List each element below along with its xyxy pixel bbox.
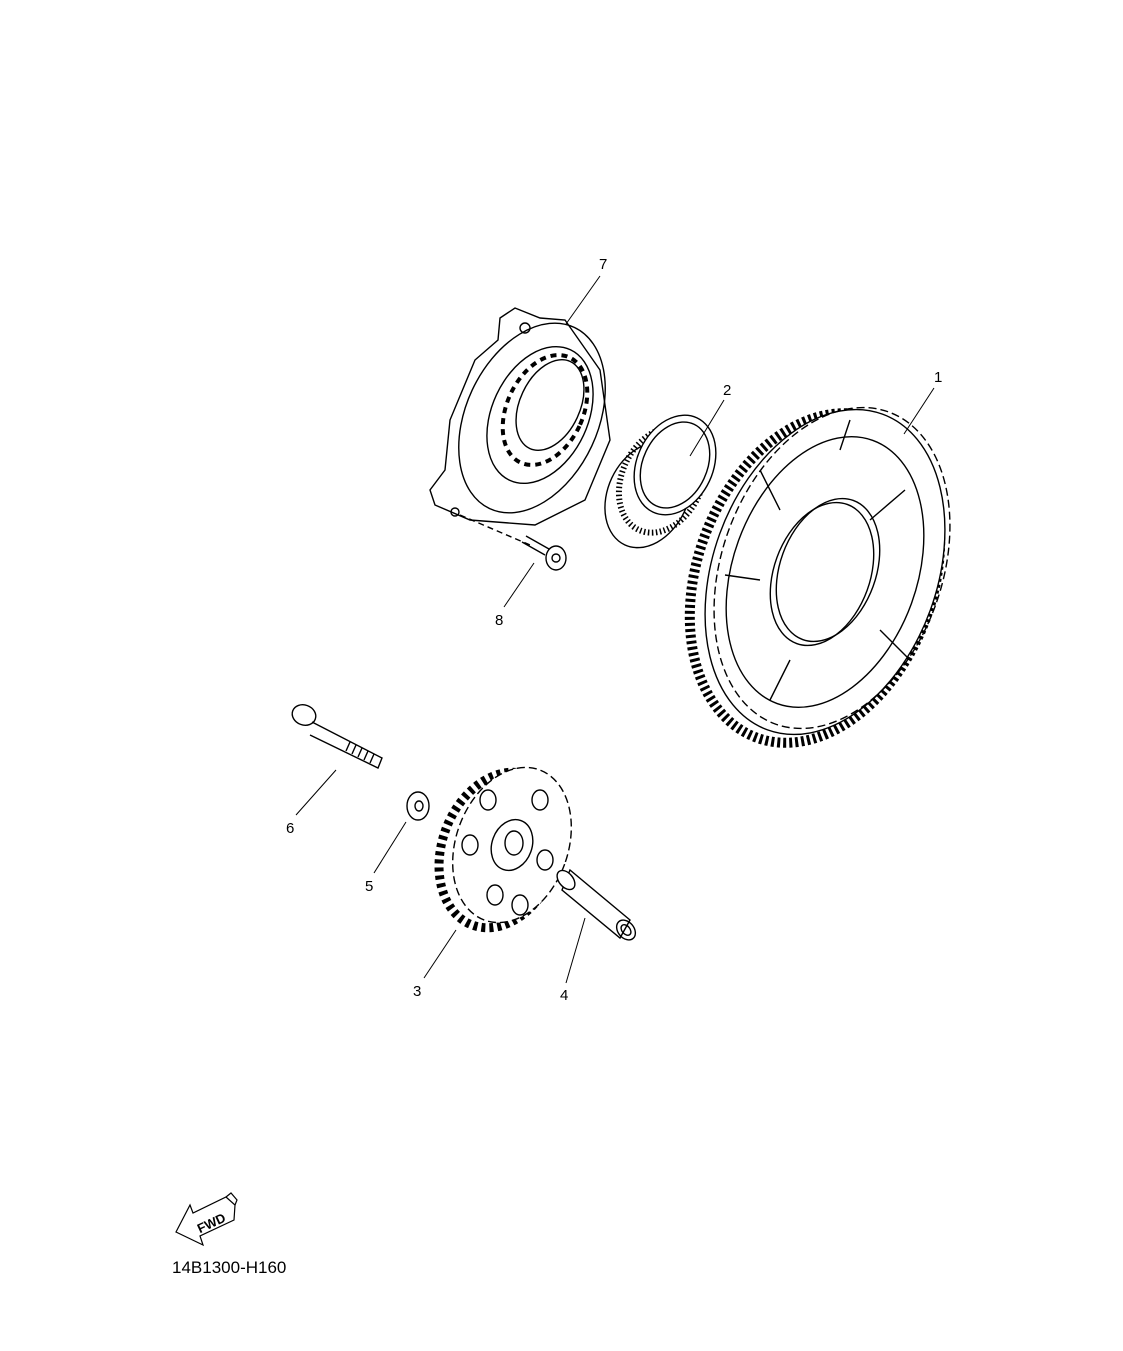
gear-1 (684, 406, 951, 748)
bolt-8 (521, 535, 567, 571)
callout-6: 6 (286, 820, 295, 837)
callout-4: 4 (560, 987, 569, 1004)
diagram-code: 14B1300-H160 (172, 1258, 287, 1277)
gear-3 (434, 766, 573, 933)
callout-2: 2 (723, 382, 732, 399)
callout-3: 3 (413, 983, 422, 1000)
leader-lines (295, 275, 935, 984)
callout-7: 7 (599, 256, 608, 273)
callout-1: 1 (934, 369, 943, 386)
bolt-6 (291, 704, 383, 769)
clutch-housing-7 (429, 307, 611, 546)
callout-8: 8 (495, 612, 504, 629)
bearing-2 (604, 414, 717, 549)
callout-5: 5 (365, 878, 374, 895)
washer-5 (406, 791, 430, 821)
forward-direction-arrow-icon: FWD (175, 1192, 238, 1247)
shaft-4 (556, 868, 637, 941)
